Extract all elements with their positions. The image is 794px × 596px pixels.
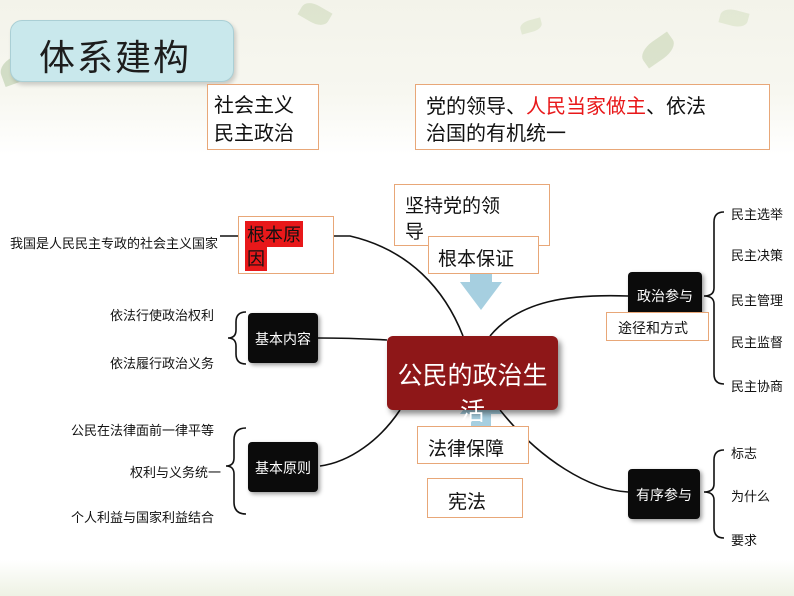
- definition-highlight: 人民当家做主: [526, 94, 646, 118]
- principle-node-label: 基本原则: [255, 461, 311, 477]
- principle-item-2: 权利与义务统一: [129, 466, 221, 481]
- leadership-box: 坚持党的领 导: [394, 184, 550, 246]
- reason-text: 我国是人民民主专政的社会主义国家: [9, 237, 218, 252]
- ways-box: 途径和方式: [606, 312, 709, 341]
- participation-item-5: 民主协商: [731, 380, 784, 395]
- principle-item-3: 个人利益与国家利益结合: [70, 511, 214, 526]
- orderly-item-2: 为什么: [731, 490, 771, 505]
- brace-orderly: [703, 449, 725, 539]
- legal-box: 法律保障: [417, 426, 529, 464]
- orderly-item-3: 要求: [731, 534, 758, 549]
- definition-part2: 、依法: [646, 94, 706, 118]
- orderly-node: 有序参与: [628, 469, 700, 519]
- brace-principle: [225, 427, 247, 515]
- participation-item-3: 民主管理: [731, 294, 784, 309]
- reason-line1: 根本原: [245, 221, 303, 247]
- brace-participation: [703, 211, 725, 385]
- leadership-line1: 坚持党的领: [405, 195, 501, 217]
- participation-item-2: 民主决策: [731, 249, 784, 264]
- definition-line2: 治国的有机统一: [426, 121, 566, 145]
- guarantee-label: 根本保证: [438, 248, 515, 270]
- reason-box: 根本原 因: [238, 216, 334, 274]
- reason-line2: 因: [245, 245, 267, 271]
- content-item-2: 依法履行政治义务: [109, 357, 214, 372]
- page-title: 体系建构: [39, 38, 192, 79]
- term-line2: 民主政治: [214, 121, 294, 145]
- guarantee-box: 根本保证: [428, 236, 539, 274]
- term-box: 社会主义 民主政治: [207, 84, 319, 150]
- term-line1: 社会主义: [214, 93, 294, 117]
- participation-item-4: 民主监督: [731, 336, 784, 351]
- constitution-label: 宪法: [448, 491, 487, 513]
- principle-item-1: 公民在法律面前一律平等: [70, 424, 214, 439]
- definition-box: 党的领导、人民当家做主、依法 治国的有机统一: [415, 84, 770, 150]
- content-item-1: 依法行使政治权利: [109, 309, 214, 324]
- legal-label: 法律保障: [428, 438, 505, 460]
- footer-background: [0, 560, 794, 596]
- leadership-line2: 导: [405, 221, 425, 243]
- definition-line1: 党的领导、人民当家做主、依法: [426, 90, 706, 119]
- principle-node: 基本原则: [248, 442, 318, 492]
- center-node: 公民的政治生活: [387, 336, 558, 426]
- brace-content: [227, 311, 247, 365]
- definition-part1: 党的领导、: [426, 94, 526, 118]
- title-box: 体系建构: [10, 20, 234, 82]
- link-principle: [319, 409, 401, 467]
- orderly-node-label: 有序参与: [636, 488, 692, 504]
- ways-label: 途径和方式: [618, 321, 688, 337]
- content-node-label: 基本内容: [255, 332, 311, 348]
- constitution-box: 宪法: [427, 478, 523, 518]
- participation-node-label: 政治参与: [637, 289, 693, 305]
- orderly-item-1: 标志: [731, 447, 758, 462]
- arrow-down: [460, 266, 502, 310]
- center-label: 公民的政治生活: [397, 361, 548, 426]
- link-content: [317, 337, 388, 341]
- content-node: 基本内容: [248, 313, 318, 363]
- link-reason: [250, 235, 464, 337]
- participation-node: 政治参与: [628, 272, 702, 318]
- link-participation: [489, 294, 629, 337]
- participation-item-1: 民主选举: [731, 208, 784, 223]
